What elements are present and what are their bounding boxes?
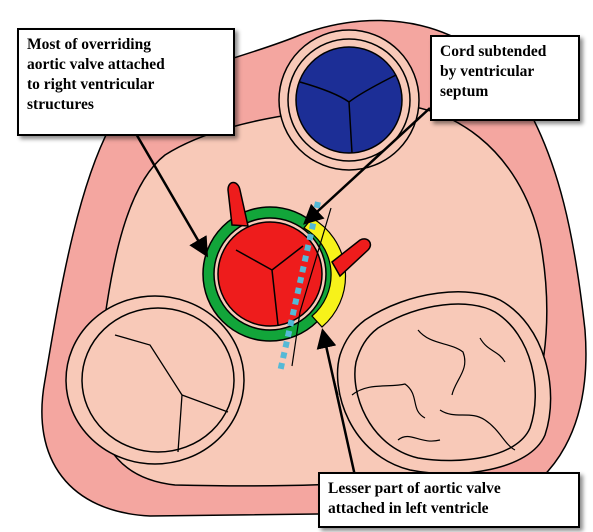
callout-top-left-line-3: to right ventricular — [27, 75, 225, 95]
callout-left-ventricular-attachment: Lesser part of aortic valve attached in … — [318, 472, 580, 528]
pulmonary-valve — [279, 30, 419, 170]
callout-top-right-line-3: septum — [440, 82, 570, 102]
callout-bottom-line-1: Lesser part of aortic valve — [328, 479, 570, 499]
callout-bottom-line-2: attached in left ventricle — [328, 499, 570, 519]
aortic-valve — [218, 222, 322, 326]
callout-top-left-line-4: structures — [27, 95, 225, 115]
callout-septal-cord: Cord subtended by ventricular septum — [430, 35, 580, 121]
mitral-valve — [338, 292, 551, 474]
mitral-valve-inner-ring — [355, 304, 535, 460]
callout-top-right-line-1: Cord subtended — [440, 42, 570, 62]
callout-top-left-line-1: Most of overriding — [27, 35, 225, 55]
aortic-valve-leaflets — [218, 222, 322, 326]
callout-right-ventricular-attachment: Most of overriding aortic valve attached… — [17, 28, 235, 136]
tricuspid-valve-inner-ring — [82, 308, 234, 452]
callout-top-left-line-2: aortic valve attached — [27, 55, 225, 75]
tricuspid-valve — [66, 296, 244, 464]
callout-top-right-line-2: by ventricular — [440, 62, 570, 82]
pulmonary-valve-leaflets — [296, 47, 402, 153]
